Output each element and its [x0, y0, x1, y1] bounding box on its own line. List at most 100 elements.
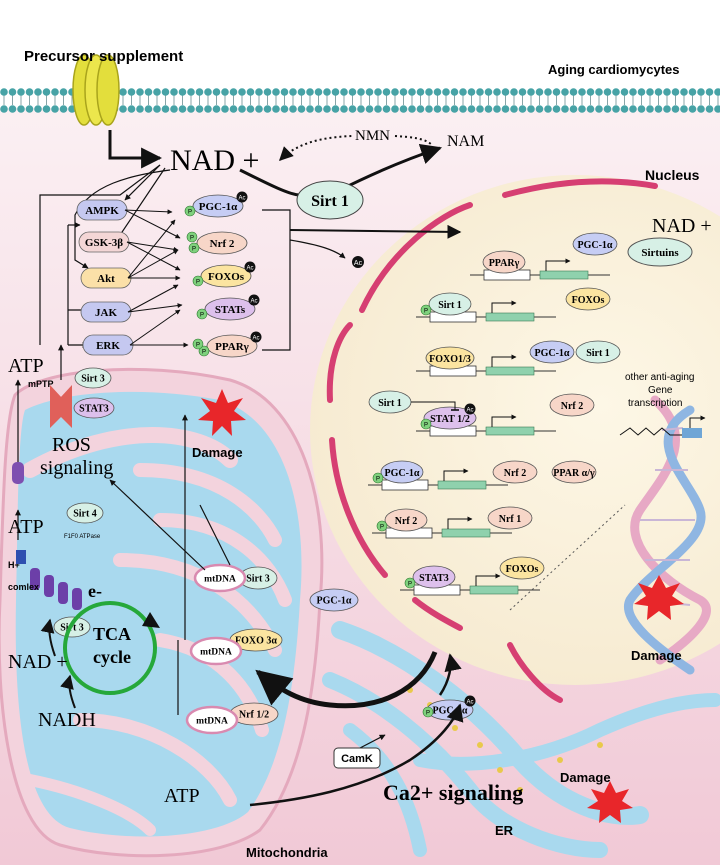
sirt4-label: Sirt 4: [73, 509, 97, 520]
acetyl-label: Ac: [250, 299, 257, 305]
mtdna-ring: mtDNA: [193, 563, 247, 593]
ros-label: ROS: [52, 434, 91, 456]
gene-row-stat12-factor: STAT 1/2: [430, 414, 470, 425]
phospho-badge: P: [420, 304, 432, 316]
kinase-gsk-3b-label: GSK-3β: [85, 237, 123, 249]
phospho-badge: P: [422, 706, 434, 718]
phospho-badge: P: [376, 520, 388, 532]
kinase-jak-label: JAK: [95, 307, 117, 319]
phospho-label: P: [408, 582, 412, 588]
acetyl-badge: Ac: [464, 695, 476, 707]
gene-row-nrf2-target-1: Nrf 1: [487, 506, 533, 530]
gene-row-foxo13-target-2-label: Sirt 1: [586, 348, 610, 359]
gene-block: [682, 428, 702, 438]
phospho-badge: P: [188, 242, 200, 254]
kinase-target-arrows: [124, 209, 189, 348]
gene-row-stat12-target-1-label: Nrf 2: [561, 401, 584, 412]
phospho-label: P: [192, 247, 196, 253]
sirt1-main-node: [296, 180, 364, 220]
phospho-badge: P: [192, 275, 204, 287]
mptp-label: mPTP: [28, 379, 54, 389]
pgc-cytoplasm-node: PGC-1α: [309, 588, 359, 612]
phospho-label: P: [202, 350, 206, 356]
kinase-ampk: AMPK: [76, 199, 128, 221]
phospho-badge: P: [404, 577, 416, 589]
phospho-label: P: [426, 711, 430, 717]
mitochondrion: [0, 367, 324, 858]
phospho-label: P: [424, 309, 428, 315]
acetyl-label: Ac: [252, 336, 259, 342]
gene-row-pgc-target-1-label: Nrf 2: [504, 468, 527, 479]
nad-mito-label: NAD +: [8, 651, 68, 673]
sirt4-node: Sirt 4: [66, 502, 104, 524]
mtdna-label-3: mtDNA: [196, 717, 228, 727]
f1f0-label: F1F0 ATPase: [64, 534, 101, 540]
atp-mito-label: ATP: [8, 516, 44, 538]
acetyl-badge: [352, 256, 364, 268]
phospho-label: P: [380, 525, 384, 531]
phospho-badge: P: [196, 308, 208, 320]
target-stats-label: STATs: [215, 304, 246, 316]
acetyl-label: Ac: [246, 266, 253, 272]
damage-er-label: Damage: [560, 770, 611, 785]
gene-row-pgc-target-2: PPAR α/γ: [551, 460, 597, 484]
acetyl-badge: Ac: [236, 191, 248, 203]
sirt3-complex-label: Sirt 3: [60, 623, 84, 634]
gene-row-ppar-target-1: PGC-1α: [572, 232, 618, 256]
camk-label: CamK: [341, 753, 373, 765]
mtdna-label-1: mtDNA: [204, 575, 236, 585]
acetyl-label: Ac: [238, 196, 245, 202]
gene-row-sirt1-factor: Sirt 1: [438, 300, 462, 311]
acetyl-badge: Ac: [248, 294, 260, 306]
gene-row-nrf2-factor: Nrf 2: [395, 516, 418, 527]
phospho-badge: P: [184, 205, 196, 217]
atpase-icon: [16, 550, 26, 564]
kinase-akt: Akt: [80, 267, 132, 289]
cell-membrane: [0, 88, 720, 113]
pgc-er-label: PGC-1α: [432, 706, 467, 717]
sirt1-main-label: Sirt 1: [311, 193, 349, 210]
acetyl-badge: Ac: [464, 403, 476, 415]
sirt1-inhibitor-label: Sirt 1: [378, 398, 402, 409]
sirt3-mtdna-label: Sirt 3: [246, 574, 270, 585]
gene-row-nrf2-target-1-label: Nrf 1: [499, 514, 522, 525]
gene-row-stat12-target-1: Nrf 2: [549, 393, 595, 417]
sirt1-inhibitor: Sirt 1: [368, 390, 459, 414]
target-nrf2-label: Nrf 2: [210, 238, 235, 250]
phospho-label: P: [190, 236, 194, 242]
kinase-erk-label: ERK: [96, 340, 120, 352]
phospho-badge: P: [420, 418, 432, 430]
gene-row-sirt1-target-1: FOXOs: [565, 287, 611, 311]
camk-node: [333, 747, 381, 769]
gene-row-foxo13-target-2: Sirt 1: [575, 340, 621, 364]
phospho-label: P: [196, 280, 200, 286]
kinase-ampk-label: AMPK: [85, 205, 119, 217]
gene-row-pgc-target-2-label: PPAR α/γ: [553, 468, 595, 479]
target-nrf2: Nrf 2 PP: [186, 231, 248, 255]
anti-aging-label-3: transcription: [628, 398, 682, 409]
aging-cardiomyocytes-label: Aging cardiomycytes: [548, 62, 680, 77]
gene-row-stat3-factor: STAT3: [419, 573, 449, 584]
dotted-divider: [509, 504, 626, 611]
damage-icon: [587, 781, 633, 823]
tca-label-1: TCA: [93, 624, 131, 644]
gene-row-stat3-target-1-label: FOXOs: [506, 564, 539, 575]
transporter-icon: [12, 462, 24, 484]
tca-cycle-ring: [63, 601, 157, 695]
gene-squiggle: [619, 427, 682, 436]
kinase-jak: JAK: [80, 301, 132, 323]
stat3-mito-label: STAT3: [79, 404, 109, 415]
gene-row-pgc-factor: PGC-1α: [384, 468, 419, 479]
gene-row-ppar-target-1-label: PGC-1α: [577, 240, 612, 251]
gene-row-sirt1-target-1-label: FOXOs: [572, 295, 605, 306]
ca2-signaling-label: Ca2+ signaling: [383, 780, 523, 805]
tca-arrow-icon: [142, 612, 160, 628]
pgc-cytoplasm-label: PGC-1α: [316, 596, 351, 607]
precursor-channel-icon: [72, 54, 120, 126]
phospho-label: P: [196, 343, 200, 349]
